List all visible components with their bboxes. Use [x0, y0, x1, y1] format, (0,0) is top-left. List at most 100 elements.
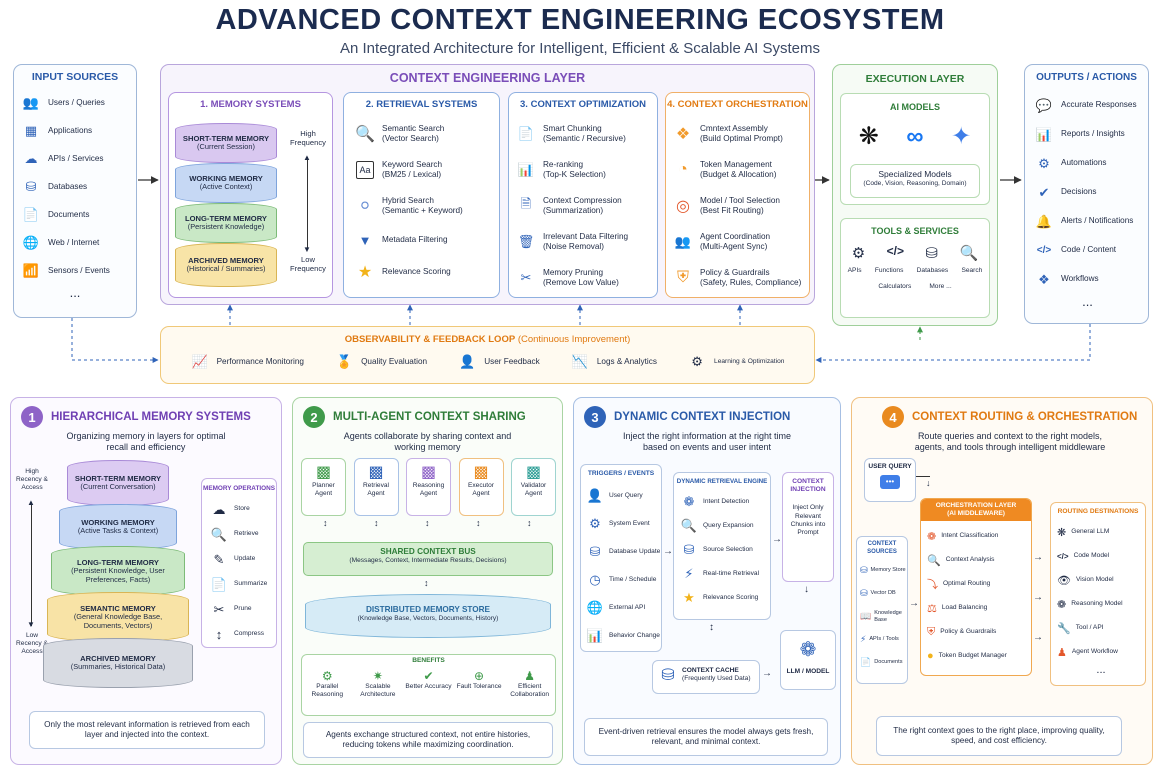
input-item: ▦Applications	[22, 117, 128, 145]
context-cache-box: ⛁CONTEXT CACHE(Frequently Used Data)	[652, 660, 760, 694]
bell-icon: 🔔	[1035, 213, 1053, 229]
output-item: 💬 Accurate Responses	[1035, 91, 1140, 120]
text-aa-icon: Aa	[356, 161, 374, 179]
retrieval-item: ★Relevance Scoring	[356, 256, 491, 288]
section-header: 1 HIERARCHICAL MEMORY SYSTEMS	[11, 398, 281, 428]
dest-item: ♟Agent Workflow	[1057, 640, 1145, 664]
document-icon: 📄	[860, 657, 872, 667]
input-item-label: Web / Internet	[48, 237, 100, 247]
orch-item: ⛨Policy & Guardrails	[927, 620, 1031, 644]
shield-icon: ⛨	[927, 625, 936, 638]
footer-text: Agents exchange structured context, not …	[325, 729, 531, 749]
recency-arrow-up: ▲	[27, 498, 35, 507]
input-item-label: APIs / Services	[48, 153, 104, 163]
database-icon: ⛁	[589, 544, 601, 560]
triggers-box: TRIGGERS / EVENTS 👤User Query ⚙System Ev…	[580, 464, 662, 652]
user-query-label: USER QUERY	[868, 463, 912, 470]
benefit-item: ✔Better Accuracy	[403, 669, 453, 699]
layer-name: ARCHIVED MEMORY	[188, 256, 264, 265]
optimization-title: 3. CONTEXT OPTIMIZATION	[520, 99, 646, 110]
memory-layer: WORKING MEMORY(Active Tasks & Context)	[59, 504, 177, 550]
cache-title: CONTEXT CACHE	[682, 666, 739, 674]
query-orchestration-arrow-down: ↓	[926, 478, 931, 488]
openai-icon: ❋	[1057, 526, 1067, 539]
benefit-item: ♟Efficient Collaboration	[505, 669, 555, 699]
item-desc: (Remove Low Value)	[543, 278, 619, 287]
cloud-icon: ☁	[24, 151, 38, 166]
coin-icon: ●	[927, 650, 934, 663]
output-label: Code / Content	[1061, 245, 1117, 255]
op-label: Retrieve	[234, 530, 259, 538]
lightning-icon: ⚡	[684, 565, 694, 581]
feedback-label: Logs & Analytics	[596, 356, 657, 366]
pie-chart-icon: ◔	[678, 161, 688, 178]
tool-label: Databases	[916, 267, 949, 274]
item-name: Memory Pruning	[543, 267, 604, 277]
item-desc: (Summarization)	[543, 206, 604, 215]
model-logos: ❋ ∞ ✦	[841, 122, 989, 151]
section-desc: Inject the right information at the righ…	[622, 431, 792, 453]
benefit-item: ⚙Parallel Reasoning	[302, 669, 352, 699]
tool-label: APIs	[847, 267, 862, 274]
tool-label: More ...	[929, 283, 952, 291]
optimization-item: 🗑Irrelevant Data Filtering(Noise Removal…	[517, 224, 651, 260]
chat-bubble-icon: 💬	[1035, 97, 1053, 113]
context-optimization-column: 3. CONTEXT OPTIMIZATION 📄Smart Chunking(…	[508, 92, 658, 298]
specialized-desc: (Code, Vision, Reasoning, Domain)	[863, 179, 967, 187]
memory-layer: LONG-TERM MEMORY(Persistent Knowledge, U…	[51, 546, 185, 596]
item-desc: (BM25 / Lexical)	[382, 170, 442, 179]
shared-context-bus: SHARED CONTEXT BUS (Messages, Context, I…	[303, 542, 553, 576]
benefits-title: BENEFITS	[412, 657, 445, 664]
sensor-icon: 📶	[22, 263, 40, 278]
bus-desc: (Messages, Context, Intermediate Results…	[349, 557, 507, 565]
check-circle-icon: ✔	[423, 669, 434, 684]
injection-desc: Inject Only Relevant Chunks into Prompt	[790, 504, 826, 537]
analytics-icon: 📉	[571, 354, 588, 369]
database-icon: ⛁	[860, 588, 868, 598]
store-title: DISTRIBUTED MEMORY STORE	[365, 605, 491, 614]
output-label: Accurate Responses	[1061, 100, 1137, 110]
op-item: 🔍Retrieve	[210, 522, 276, 547]
monitor-chart-icon: 📈	[191, 354, 208, 369]
dynamic-injection-section: 3 DYNAMIC CONTEXT INJECTION Inject the r…	[573, 397, 841, 765]
scissors-icon: ✂	[520, 270, 532, 285]
benefit-label: Efficient Collaboration	[510, 683, 550, 699]
source-label: Memory Store	[870, 567, 906, 573]
frequency-arrow-head-up: ▲	[303, 153, 311, 162]
layer-desc: (Summaries, Historical Data)	[70, 662, 166, 672]
engine-cache-arrow: ↕	[709, 622, 714, 633]
item-name: Token Management	[700, 159, 772, 169]
benefit-label: Parallel Reasoning	[311, 683, 344, 699]
bar-chart-icon: 📊	[1035, 126, 1053, 142]
search-icon: 🔍	[680, 517, 698, 533]
source-item: ⛁Vector DB	[860, 582, 907, 605]
layer-name: LONG-TERM MEMORY	[185, 214, 267, 223]
cache-llm-arrow: →	[762, 668, 772, 679]
user-feedback-icon: 👤	[459, 354, 476, 369]
benefit-item: ✷Scalable Architecture	[353, 669, 403, 699]
source-item: ⚡APIs / Tools	[860, 628, 907, 651]
orchestration-header: ORCHESTRATION LAYER (AI MIDDLEWARE)	[921, 499, 1031, 522]
orchestration-item: 👥Agent Coordination(Multi-Agent Sync)	[674, 224, 805, 260]
triggers-title: TRIGGERS / EVENTS	[587, 470, 655, 477]
dest-label: Code Model	[1073, 552, 1110, 560]
orch-item: ⤵Optimal Routing	[927, 572, 1031, 596]
gear-icon: ⚙	[1038, 155, 1050, 171]
trigger-item: ◷Time / Schedule	[586, 566, 661, 594]
orch-title: ORCHESTRATION LAYER	[935, 502, 1017, 509]
section-title: HIERARCHICAL MEMORY SYSTEMS	[51, 411, 251, 423]
benefit-item: ⊕Fault Tolerance	[454, 669, 504, 699]
orchestration-item: ❖Cmntext Assembly(Build Optimal Prompt)	[674, 116, 805, 152]
orch-subtitle: (AI MIDDLEWARE)	[947, 510, 1005, 518]
award-icon: 🏅	[335, 354, 353, 369]
plug-icon: ⚡	[860, 634, 867, 644]
output-label: Decisions	[1061, 187, 1097, 197]
distributed-memory-store: DISTRIBUTED MEMORY STORE (Knowledge Base…	[305, 594, 551, 638]
memory-operations-box: MEMORY OPERATIONS ☁Store 🔍Retrieve ✎Upda…	[201, 478, 277, 648]
section-number-badge: 2	[303, 406, 325, 428]
tool-label: Search	[961, 267, 983, 274]
frequency-arrow	[307, 157, 308, 249]
input-item: 🌐Web / Internet	[22, 229, 128, 257]
